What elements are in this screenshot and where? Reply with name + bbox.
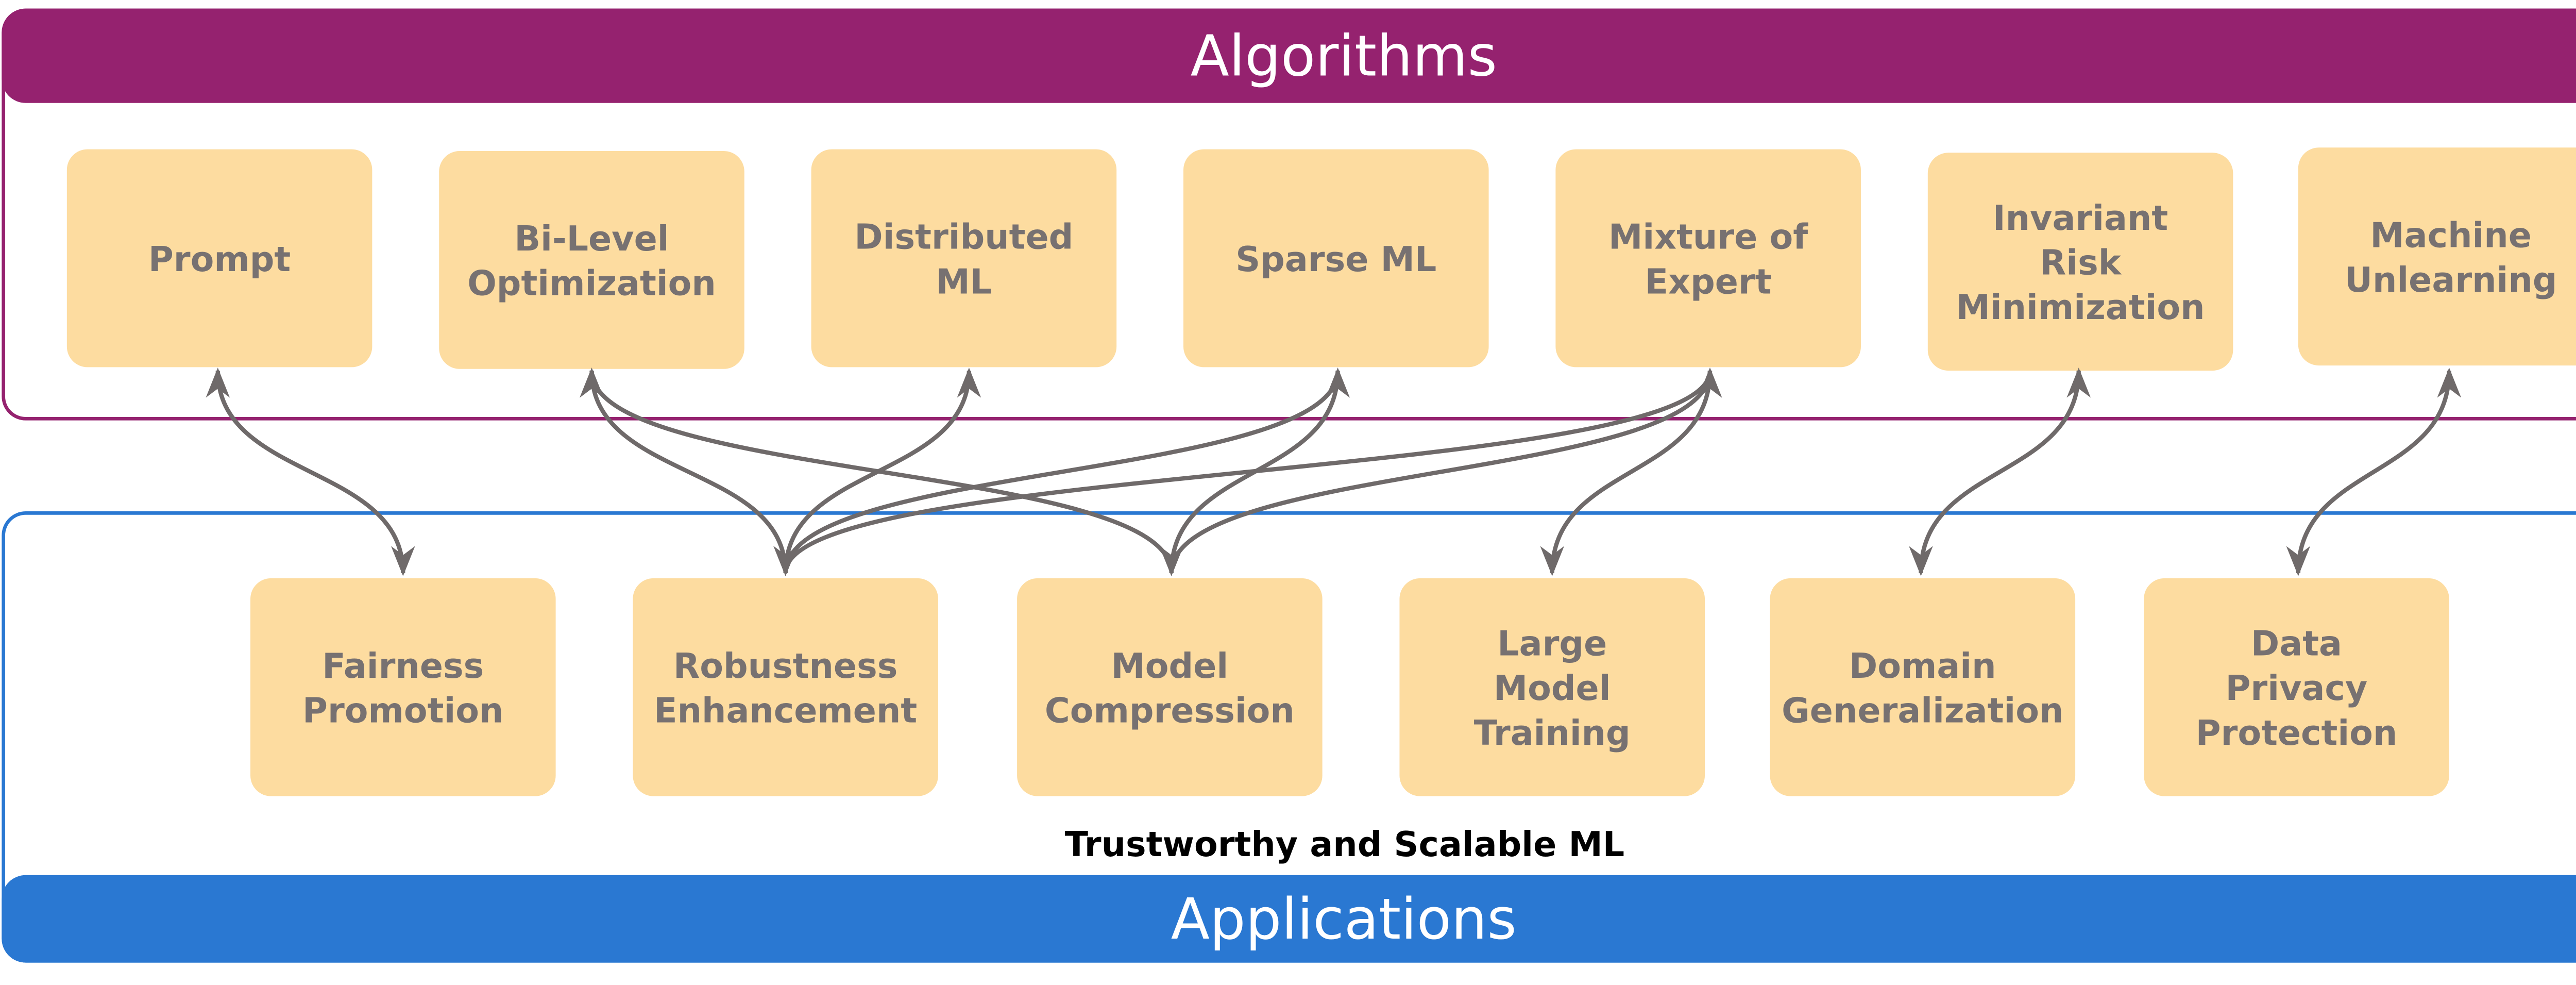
connection-arrow — [773, 368, 1722, 576]
application-box-large-model-training: Large Model Training — [1399, 578, 1705, 796]
application-box-fairness-promotion: Fairness Promotion — [250, 578, 556, 796]
algorithm-box-distributed-ml: Distributed ML — [811, 149, 1117, 368]
application-box-domain-generalization: Domain Generalization — [1770, 578, 2076, 796]
connection-arrow — [2286, 368, 2462, 576]
connection-arrow — [580, 368, 798, 576]
algorithms-header: Algorithms — [2, 8, 2576, 103]
application-box-model-compression: Model Compression — [1017, 578, 1323, 796]
application-box-robustness-enhancement: Robustness Enhancement — [633, 578, 938, 796]
algorithm-box-prompt: Prompt — [66, 149, 372, 368]
connection-arrow — [206, 368, 415, 576]
algorithm-box-invariant-risk-minimization: Invariant Risk Minimization — [1927, 153, 2233, 371]
algorithm-box-mixture-of-expert: Mixture of Expert — [1555, 149, 1861, 368]
connection-arrow — [1540, 368, 1722, 576]
algorithm-box-machine-unlearning: Machine Unlearning — [2298, 147, 2576, 366]
algorithm-box-sparse-ml: Sparse ML — [1183, 149, 1489, 368]
applications-header: Applications — [2, 875, 2576, 963]
applications-subtitle: Trustworthy and Scalable ML — [1064, 823, 1625, 865]
connection-arrow — [1909, 368, 2091, 576]
algorithm-box-bi-level-optimization: Bi-Level Optimization — [439, 151, 744, 369]
application-box-data-privacy-protection: Data Privacy Protection — [2144, 578, 2449, 796]
